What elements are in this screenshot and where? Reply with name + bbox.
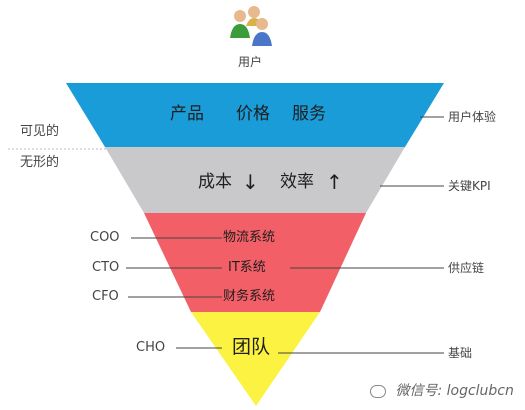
band-bottom-team: 团队 <box>232 336 271 358</box>
band-second-item-cost: 成本 <box>198 172 232 192</box>
band-second-arrow-down: ↓ <box>242 170 259 194</box>
band-second-item-efficiency: 效率 <box>280 172 314 192</box>
left-label-cto: CTO <box>92 260 120 275</box>
band-bottom <box>191 312 320 406</box>
left-label-cfo: CFO <box>92 289 119 304</box>
right-label-user-experience: 用户体验 <box>448 110 497 124</box>
visible-label: 可见的 <box>20 124 60 139</box>
band-top-item-service: 服务 <box>292 104 326 124</box>
wechat-watermark: 微信号: logclubcn <box>370 384 514 398</box>
band-second-arrow-up: ↑ <box>326 170 343 194</box>
users-icon <box>230 6 272 46</box>
band-second <box>105 147 405 213</box>
wechat-id: 微信号: logclubcn <box>395 383 514 399</box>
left-label-coo: COO <box>90 230 120 245</box>
left-label-cho: CHO <box>136 340 166 355</box>
band-third-it-system: IT系统 <box>228 260 266 275</box>
right-label-supply-chain: 供应链 <box>448 261 485 275</box>
top-user-label: 用户 <box>238 55 263 69</box>
band-third-finance-system: 财务系统 <box>223 289 276 304</box>
invisible-label: 无形的 <box>20 155 60 170</box>
band-third-logistics-system: 物流系统 <box>223 230 276 245</box>
right-label-key-kpi: 关键KPI <box>448 179 491 193</box>
band-top <box>66 83 444 147</box>
right-label-foundation: 基础 <box>448 346 473 360</box>
band-top-item-product: 产品 <box>170 104 204 124</box>
wechat-icon <box>370 384 386 398</box>
band-top-item-price: 价格 <box>236 104 270 124</box>
